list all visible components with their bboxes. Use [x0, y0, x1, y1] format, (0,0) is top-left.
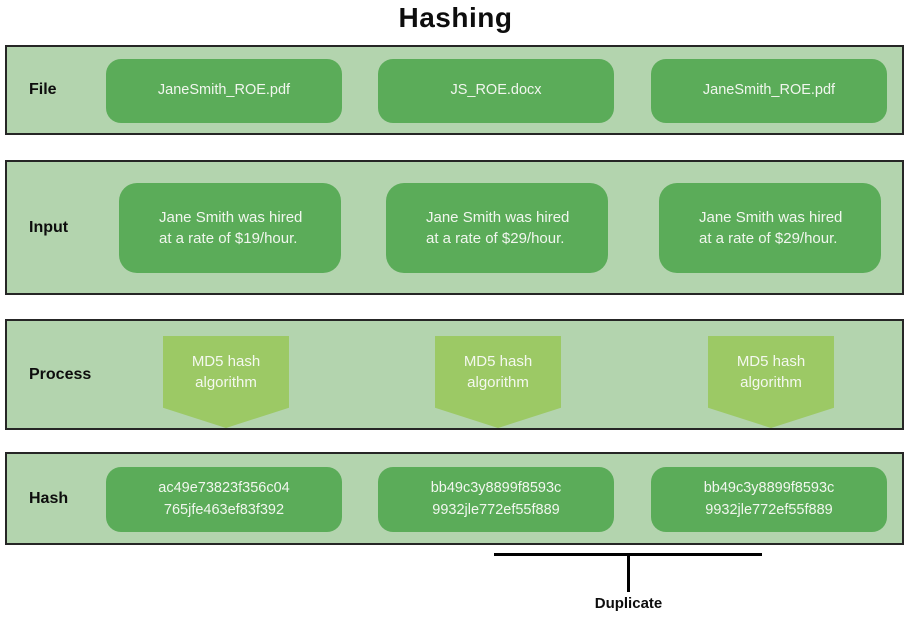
process-row: Process MD5 hash algorithm MD5 hash algo…: [5, 319, 904, 430]
input-box-3: Jane Smith was hired at a rate of $29/ho…: [659, 183, 881, 273]
hash-row: Hash ac49e73823f356c04 765jfe463ef83f392…: [5, 452, 904, 545]
hash-box-1: ac49e73823f356c04 765jfe463ef83f392: [106, 467, 342, 532]
duplicate-bracket-vertical-line: [627, 553, 630, 592]
hash-box-2: bb49c3y8899f8593c 9932jle772ef55f889: [378, 467, 614, 532]
file-row-label: File: [29, 81, 57, 98]
page-title: Hashing: [398, 2, 513, 33]
process-arrow-down-1: MD5 hash algorithm: [163, 336, 289, 428]
process-arrow-down-2: MD5 hash algorithm: [435, 336, 561, 428]
file-row: File JaneSmith_ROE.pdf JS_ROE.docx JaneS…: [5, 45, 904, 135]
process-row-label: Process: [29, 365, 92, 383]
process-arrow-down-3: MD5 hash algorithm: [708, 336, 834, 428]
input-row-label: Input: [29, 218, 69, 236]
file-box-2: JS_ROE.docx: [378, 59, 614, 123]
input-box-2: Jane Smith was hired at a rate of $29/ho…: [386, 183, 608, 273]
hash-box-3: bb49c3y8899f8593c 9932jle772ef55f889: [651, 467, 887, 532]
file-box-3: JaneSmith_ROE.pdf: [651, 59, 887, 123]
input-row: Input Jane Smith was hired at a rate of …: [5, 160, 904, 295]
file-box-1: JaneSmith_ROE.pdf: [106, 59, 342, 123]
hash-row-label: Hash: [29, 489, 69, 507]
duplicate-label: Duplicate: [594, 595, 663, 612]
input-box-1: Jane Smith was hired at a rate of $19/ho…: [119, 183, 341, 273]
